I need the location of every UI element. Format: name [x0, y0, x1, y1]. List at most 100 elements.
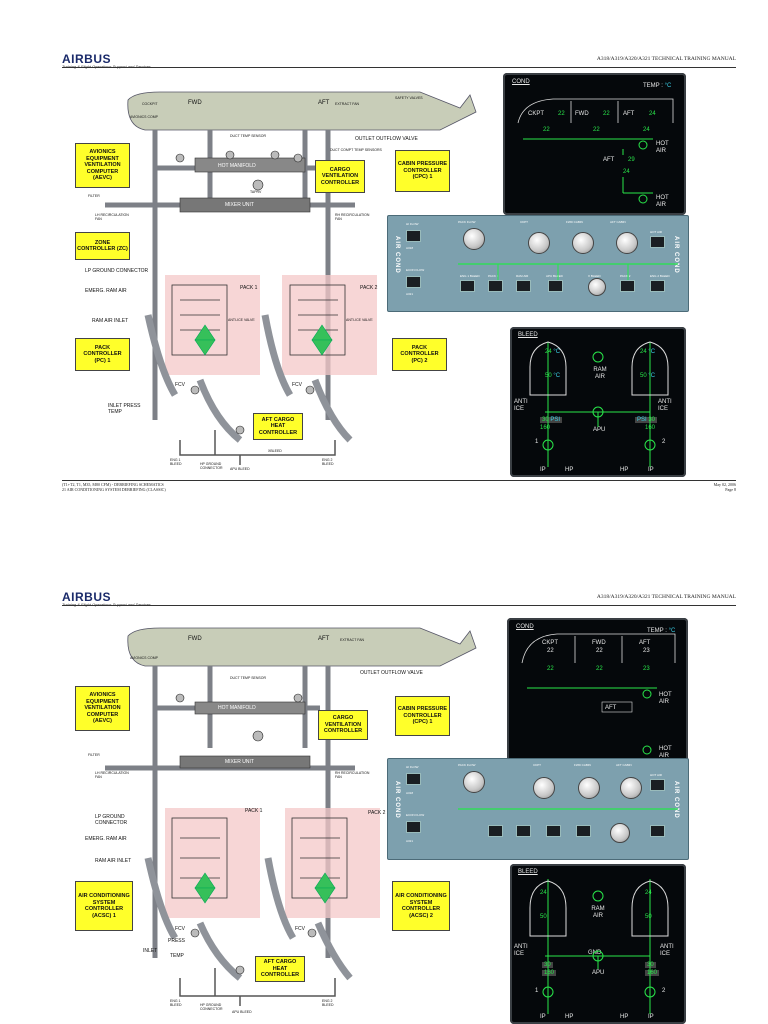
ckpt-temp-knob-2[interactable] [533, 777, 555, 799]
ram-air-inlet-label: RAM AIR INLET [92, 318, 129, 324]
zone-fwd-name-2: FWD [592, 640, 606, 646]
cond-lines [517, 98, 674, 204]
pack2-button[interactable] [620, 280, 635, 292]
temp-label-p2: TEMP : [647, 628, 667, 634]
eng2-bleed-button-2[interactable] [650, 825, 665, 837]
apu-bleed-label: APU BLEED [230, 467, 250, 471]
aft-label-2: AFT [318, 636, 330, 642]
inlet-press-temp-label: INLET PRESS TEMP [108, 403, 141, 415]
fwd-cabin-label-2: FWD CABIN [574, 763, 591, 767]
deg-unit-3: °C [553, 373, 561, 379]
hot-air-1-label-2: HOT AIR [659, 692, 672, 705]
pack-flow-knob[interactable] [463, 228, 485, 250]
cpc-box-2: CABIN PRESSURE CONTROLLER (CPC) 1 [395, 696, 450, 736]
eng1-num: 1 [535, 439, 539, 445]
taprv-label: TAPRV [250, 190, 262, 194]
zone-fwd-temp: 22 [603, 111, 610, 117]
pack1-button-2[interactable] [516, 825, 531, 837]
x-bleed-selector-2[interactable] [610, 823, 630, 843]
temp-label-2: TEMP [170, 953, 184, 959]
zone-aft-name: AFT [623, 111, 635, 117]
econ-flow-button[interactable] [406, 276, 421, 288]
pack-flow-knob-2[interactable] [463, 771, 485, 793]
ram-air-label: RAM AIR [593, 367, 607, 380]
hi-flow-button[interactable] [406, 230, 421, 242]
fcv1-label: FCV [175, 382, 185, 388]
air-cond-vertical-right-2: AIR COND [673, 781, 679, 819]
zone-aft-temp: 24 [649, 111, 656, 117]
hot-air-button-2[interactable] [650, 779, 665, 791]
air-cond-schematic [105, 91, 477, 465]
footer-left-line-2: 21 AIR CONDITIONING SYSTEM DEBRIEFING (C… [62, 487, 166, 492]
ram-air-label: RAM AIR [516, 274, 529, 278]
aft-cargo-label: AFT [603, 157, 615, 163]
airbus-logo: AIRBUS [62, 52, 112, 66]
xbleed-label: XBLEED [268, 449, 282, 453]
temp2-value-2: 160 [645, 970, 660, 976]
eng1-bleed-button-2[interactable] [488, 825, 503, 837]
pack1-button[interactable] [488, 280, 503, 292]
aft-cabin-temp-knob-2[interactable] [620, 777, 642, 799]
apu-bleed-button[interactable] [548, 280, 563, 292]
zc-box: ZONE CONTROLLER (ZC) [75, 232, 130, 260]
eng1-bleed-button[interactable] [460, 280, 475, 292]
aft-cabin-label-2: AFT CABIN [616, 763, 632, 767]
extract-fan-label-2: EXTRACT FAN [340, 638, 365, 642]
aft-cargo-box: AFT CARGO HEAT CONTROLLER [253, 413, 303, 440]
temp-unit: °C [664, 83, 672, 89]
econ-flow-button-2[interactable] [406, 821, 421, 833]
hi-flow-button-2[interactable] [406, 773, 421, 785]
fwd-cabin-temp-knob-2[interactable] [578, 777, 600, 799]
ram-air-button[interactable] [516, 280, 531, 292]
psi2-value: 30 [648, 417, 656, 423]
cond-title-2: COND [516, 624, 534, 630]
anti-ice-left: ANTI ICE [514, 399, 528, 412]
psi-unit-2: PSI [637, 417, 647, 423]
a318-label: A318 [406, 246, 414, 250]
pack-flow-label-2: PACK FLOW [458, 763, 476, 767]
psi-unit-1: PSI [550, 417, 561, 423]
hi-flow-label: HI FLOW [406, 222, 419, 226]
fwd-cabin-temp-knob[interactable] [572, 232, 594, 254]
pack1-comp-temp-2: 50 [540, 914, 547, 920]
safety-valves-label: SAFETY VALVES [395, 96, 423, 100]
a321-label-2: A321 [406, 839, 414, 843]
pack1-label-2: PACK 1 [245, 808, 263, 814]
air-cond-vertical-left-2: AIR COND [394, 781, 400, 819]
temp1-value-2: 160 [542, 970, 557, 976]
a318-label-2: A318 [406, 791, 414, 795]
avionics-comp-label-2: AVIONICS COMP [130, 656, 158, 660]
press-label-2: PRESS [168, 938, 185, 944]
eng2-bleed-label: ENG 2 BLEED [650, 274, 670, 278]
zone-fwd-name: FWD [575, 111, 589, 117]
apu-bleed-label-2: APU BLEED [232, 1010, 252, 1014]
lh-recirc-label: LH RECIRCULATION FAN [95, 213, 129, 221]
x-bleed-selector[interactable] [588, 278, 606, 296]
hot-air-button[interactable] [650, 236, 665, 248]
filter-label: FILTER [88, 194, 100, 198]
ram-air-button-2[interactable] [546, 825, 561, 837]
deg-unit-4: °C [648, 373, 656, 379]
fcv2-label: FCV [292, 382, 302, 388]
aft-cabin-label: AFT CABIN [610, 220, 626, 224]
cond-title: COND [512, 79, 530, 85]
duct-temp-sensor-label: DUCT TEMP SENSOR [230, 134, 266, 138]
ckpt-temp-knob[interactable] [528, 232, 550, 254]
eng2-bleed-button[interactable] [650, 280, 665, 292]
hot-air-label-2: HOT AIR [650, 773, 662, 777]
air-cond-overhead-panel-2: AIR COND AIR COND HI FLOW A318 ECON FLOW… [387, 758, 689, 860]
apu-bleed-button-2[interactable] [576, 825, 591, 837]
mixer-unit-label-2: MIXER UNIT [225, 759, 254, 765]
manual-page-2: AIRBUS Training & Flight Operations Supp… [0, 538, 768, 1024]
ckpt-label: CKPT [520, 220, 529, 224]
hp-left-2: HP [565, 1014, 574, 1020]
aft-cabin-temp-knob[interactable] [616, 232, 638, 254]
outflow-valve-label-2: OUTLET OUTFLOW VALVE [360, 670, 423, 676]
ip-right-2: IP [648, 1014, 654, 1020]
mixer-unit-label: MIXER UNIT [225, 202, 254, 208]
zone-fwd-temp-2: 22 [596, 648, 603, 654]
bleed-ecam-page: BLEED 24 °C 24 °C 50 °C 50 °C RAM AIR AN… [510, 327, 686, 477]
aevc-box-2: AVIONICS EQUIPMENT VENTILATION COMPUTER … [75, 686, 130, 731]
x-bleed-label: X BLEED [588, 274, 601, 278]
footer-left: (T1+T2, T1, M35, M80 CFM) - DEBRIEFING S… [62, 482, 166, 492]
